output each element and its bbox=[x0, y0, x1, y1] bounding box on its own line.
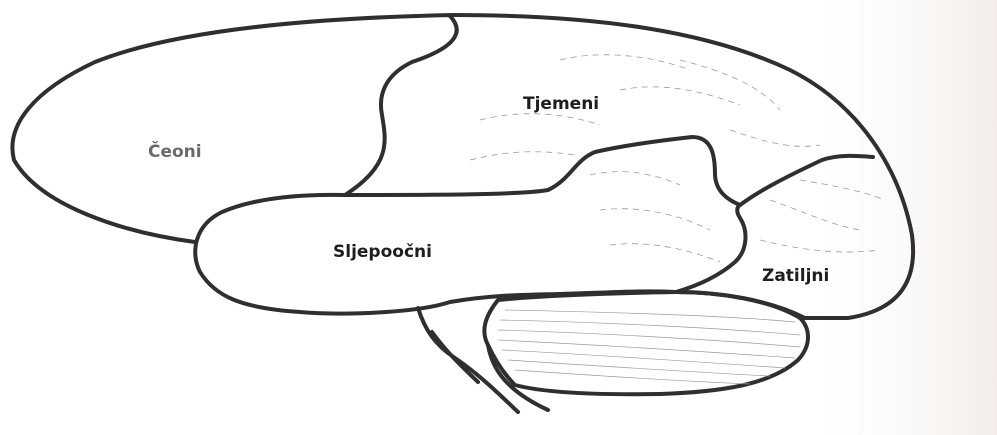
page-edge-tint bbox=[800, 0, 997, 435]
sylvian-fissure-line bbox=[345, 137, 740, 205]
occipital-lobe-label: Zatiljni bbox=[762, 266, 829, 286]
brainstem-inner-line bbox=[432, 332, 478, 382]
brainstem-outline bbox=[418, 308, 518, 412]
cerebellum-folia bbox=[498, 310, 800, 384]
frontal-lobe-label: Čeoni bbox=[148, 140, 202, 162]
temporal-lobe-outline bbox=[195, 195, 745, 314]
temporal-lobe-label: Sljepoočni bbox=[333, 242, 432, 262]
parietal-lobe-label: Tjemeni bbox=[523, 94, 599, 114]
brainstem-rear-line bbox=[488, 345, 548, 410]
central-sulcus-line bbox=[345, 16, 457, 195]
